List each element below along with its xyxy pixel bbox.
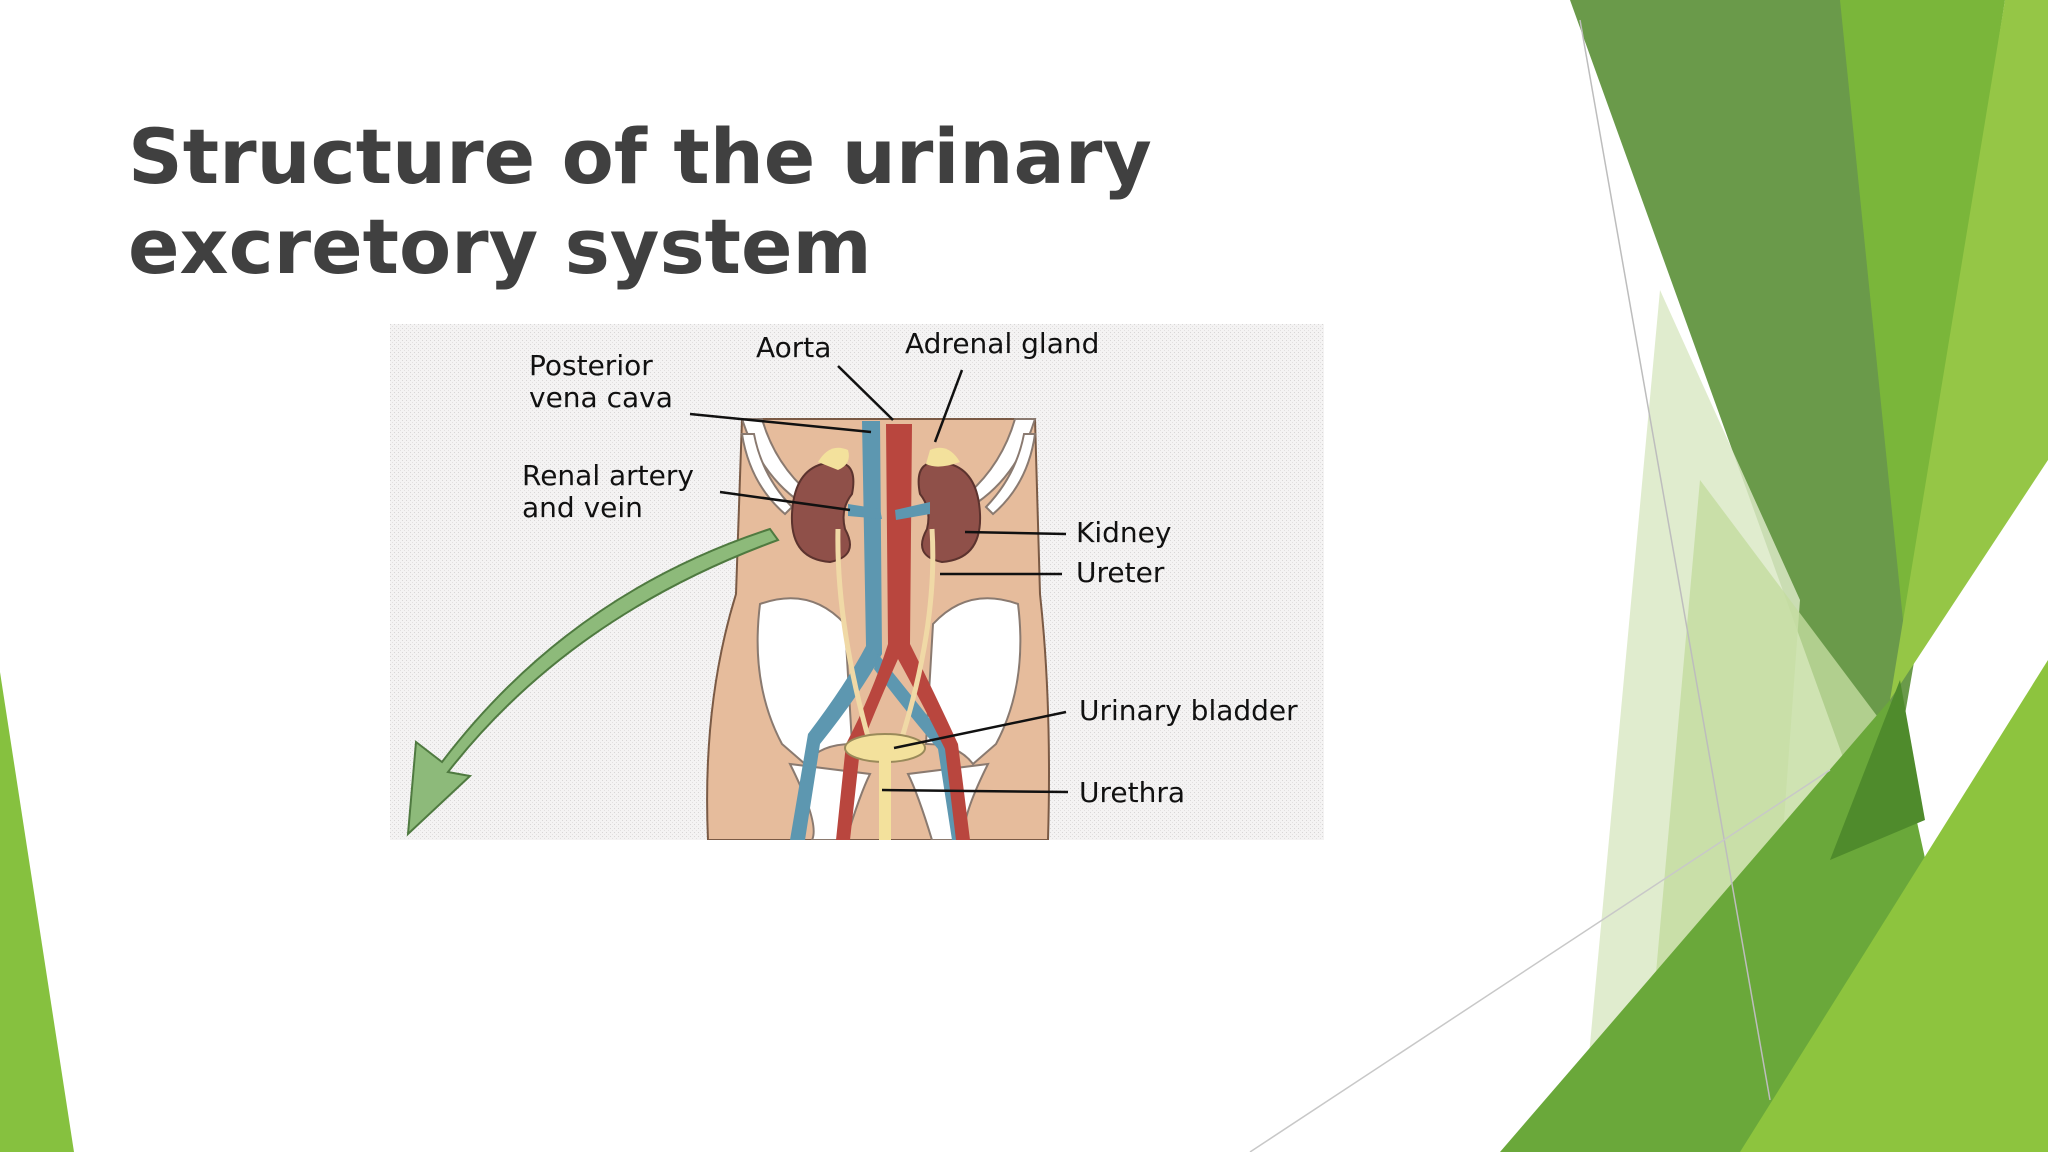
label-ureter: Ureter [1076, 556, 1165, 589]
right-facet-bottom-dark [1830, 680, 1925, 860]
urethra [879, 760, 891, 840]
slide-title: Structure of the urinary excretory syste… [128, 112, 1152, 291]
right-facet-dark [1570, 0, 1935, 860]
leader-lines [689, 365, 1069, 794]
left-green-accent [0, 672, 74, 1152]
urinary-bladder [844, 733, 926, 763]
decor-line-2 [1249, 769, 1831, 1152]
posterior-vena-cava [790, 421, 882, 840]
urinary-system-diagram: Aorta Adrenal gland Posterior vena cava … [390, 324, 1324, 840]
label-urinary-bladder: Urinary bladder [1079, 694, 1298, 727]
label-kidney: Kidney [1076, 516, 1171, 549]
right-facet-bottom-light [1740, 660, 2048, 1152]
label-aorta: Aorta [756, 331, 831, 364]
label-posterior-vena-cava-line2: vena cava [529, 381, 673, 414]
right-facet-mid [1840, 0, 2005, 640]
ribcage [740, 418, 1037, 516]
label-urethra: Urethra [1079, 776, 1185, 809]
label-adrenal-gland: Adrenal gland [905, 327, 1099, 360]
renal-vessels [848, 502, 930, 520]
label-posterior-vena-cava-line1: Posterior [529, 349, 653, 382]
right-adrenal-gland [926, 447, 960, 467]
label-renal-artery-line2: and vein [522, 491, 643, 524]
left-adrenal-gland [818, 447, 849, 470]
green-arrow-icon [406, 527, 780, 837]
right-facet-light [1890, 0, 2048, 700]
label-renal-artery-line1: Renal artery [522, 459, 694, 492]
right-ureter [897, 528, 936, 745]
left-ureter [835, 528, 873, 745]
decor-line-1 [1579, 19, 1771, 1101]
aorta [836, 424, 970, 840]
